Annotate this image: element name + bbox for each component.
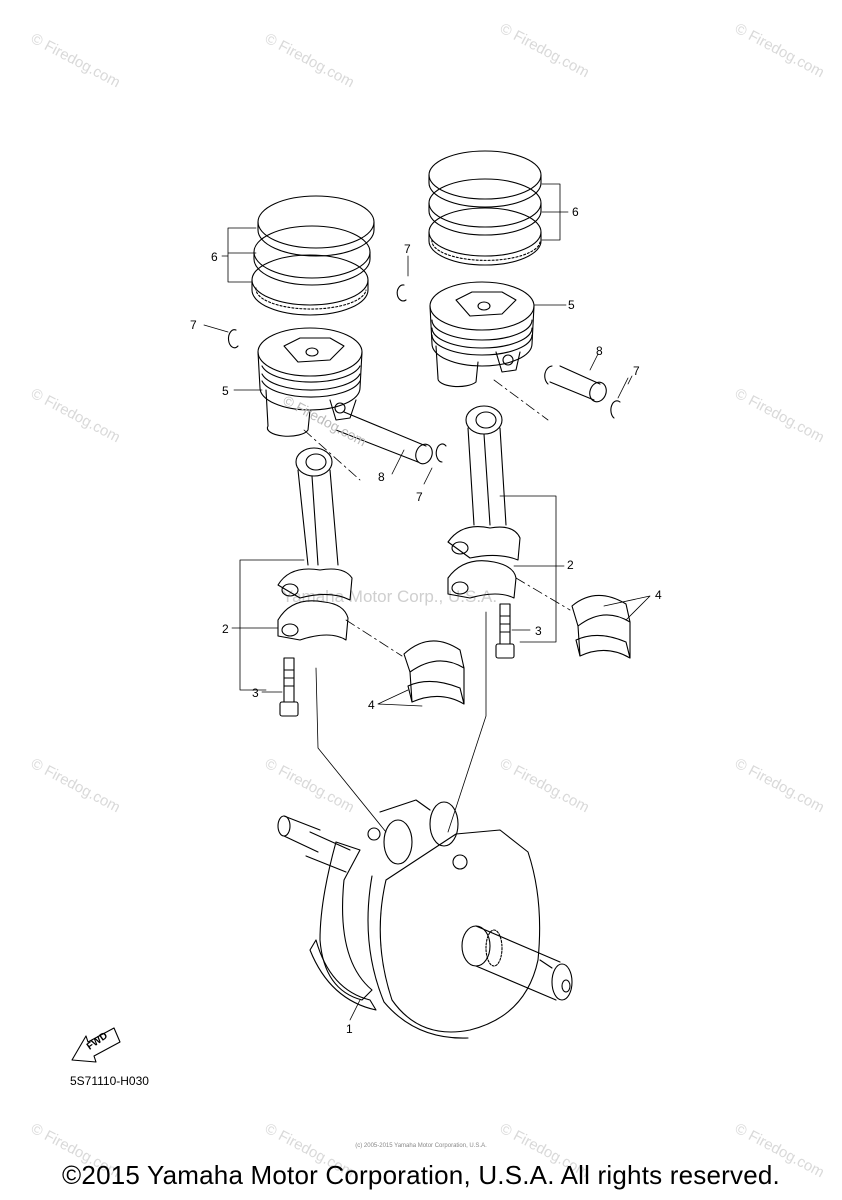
center-watermark: Yamaha Motor Corp., U.S.A. [282, 587, 498, 606]
callout-7: 7 [190, 318, 197, 332]
callout-4: 4 [655, 588, 662, 602]
piston-pin-clip-left-lower [423, 443, 447, 485]
callout-7: 7 [404, 242, 411, 256]
piston-pin-right [544, 365, 607, 403]
connecting-rod-left [277, 447, 353, 641]
piston-pin-left [335, 411, 433, 465]
piston-rings-left [251, 195, 375, 316]
callout-6: 6 [572, 205, 579, 219]
rod-bearing-left [403, 640, 465, 705]
callout-2: 2 [567, 558, 574, 572]
callout-3: 3 [252, 686, 259, 700]
tiny-copyright: (c) 2005-2015 Yamaha Motor Corporation, … [355, 1143, 487, 1149]
callout-leaders [221, 183, 651, 1021]
rod-bolt-left [279, 657, 299, 717]
piston-pin-clip-left-upper [203, 324, 239, 349]
callout-6: 6 [211, 250, 218, 264]
crank-alignment-lines [315, 611, 487, 833]
piston-left [257, 327, 363, 437]
connecting-rod-right [447, 405, 521, 599]
callout-5: 5 [222, 384, 229, 398]
callout-8: 8 [378, 470, 385, 484]
crankshaft [277, 799, 573, 1039]
copyright-notice: ©2015 Yamaha Motor Corporation, U.S.A. A… [62, 1160, 780, 1190]
callout-8: 8 [596, 344, 603, 358]
piston-pin-clip-right-upper [396, 255, 409, 302]
callout-4: 4 [368, 698, 375, 712]
rod-bearing-right [571, 594, 631, 659]
fwd-arrow-icon [71, 1027, 121, 1063]
bearing-alignment-lines [345, 577, 571, 657]
diagram-code: 5S71110-H030 [70, 1074, 149, 1088]
alignment-lines [303, 379, 549, 481]
callout-3: 3 [535, 624, 542, 638]
callout-1: 1 [346, 1022, 353, 1036]
piston-pin-clip-right-lower [610, 377, 629, 419]
rod-bolt-right [495, 603, 515, 659]
callout-2: 2 [222, 622, 229, 636]
piston-right [429, 281, 535, 388]
callout-5: 5 [568, 298, 575, 312]
callout-7: 7 [416, 490, 423, 504]
callout-7: 7 [633, 364, 640, 378]
piston-rings-right [428, 150, 542, 266]
